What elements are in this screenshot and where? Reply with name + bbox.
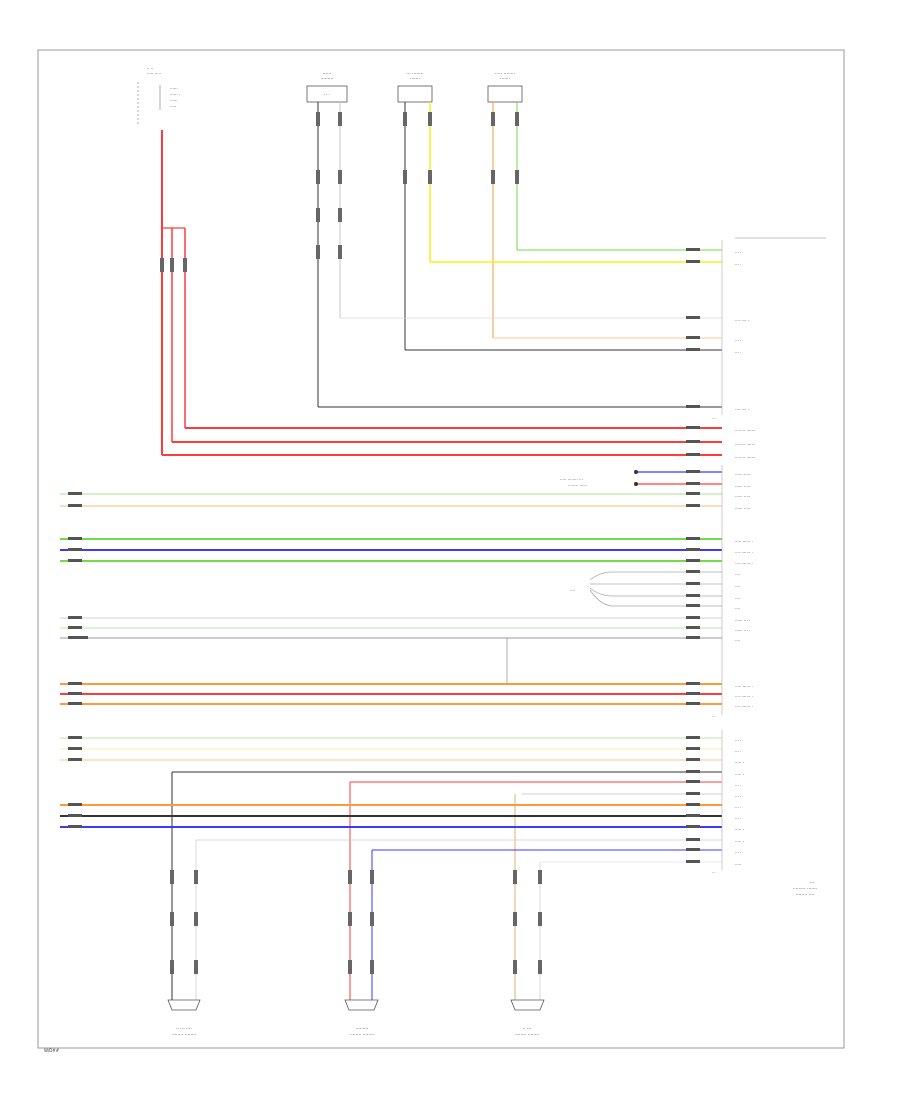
svg-text:········ ·······: ········ ······· (735, 455, 755, 460)
connector-marks-top (160, 112, 519, 272)
svg-text:·········: ········· (356, 1027, 369, 1032)
svg-text:···· ······· ·: ···· ······· · (735, 694, 753, 699)
ground-connectors: ····· ········ ··· ········ ······ (560, 470, 722, 488)
center-speaker-component: ······ ········· ·· · (306, 72, 348, 103)
svg-text:······ ··· ·: ······ ··· · (735, 628, 750, 633)
svg-text:······: ······ (170, 98, 178, 103)
figure-code: W/D## (44, 1048, 60, 1053)
svg-text:·· ··· ····: ·· ··· ···· (176, 1027, 192, 1032)
wire-tags-right (686, 248, 700, 863)
svg-text:··· ·: ··· · (712, 871, 718, 875)
svg-text:····: ···· (735, 606, 740, 611)
svg-text:·········: ········· (321, 77, 334, 82)
svg-text:······ ·····: ······ ····· (735, 494, 750, 499)
svg-text:····: ···· (735, 638, 740, 643)
speaker-right-rear: ·· ··· ········ ········ (510, 870, 545, 1038)
svg-text:········ ········: ········ ········ (515, 1033, 539, 1038)
svg-text:····· ········ ···: ····· ········ ··· (560, 477, 583, 482)
svg-text:··· ·: ··· · (735, 783, 741, 788)
svg-text:········ ·······: ········ ······· (735, 442, 755, 447)
svg-text:··· ·: ··· · (735, 338, 741, 343)
svg-text:·······: ······· (410, 77, 420, 82)
svg-text:··· ·: ··· · (735, 250, 741, 255)
svg-text:····: ···· (735, 596, 740, 601)
svg-text:··· ·: ··· · (735, 262, 741, 267)
svg-text:··· ·: ··· · (735, 794, 741, 799)
svg-text:······ ·····: ······ ····· (735, 506, 750, 511)
speaker-left-rear: ·· ··· ···· ········ ········ (167, 870, 201, 1038)
wire-tags-left (68, 492, 88, 828)
speaker-subwoofer: ········· ········ ········ (344, 870, 379, 1038)
diagram-frame (37, 49, 845, 1049)
svg-text:····: ···· (735, 572, 740, 577)
right-tweeter-component: ····· ········ ······· (487, 72, 523, 103)
svg-text:···: ··· (810, 881, 814, 886)
svg-text:······: ······ (170, 86, 178, 91)
svg-text:········ ········: ········ ········ (172, 1033, 196, 1038)
svg-text:······ ·····: ······ ····· (735, 484, 750, 489)
svg-text:······: ······ (323, 72, 332, 77)
svg-text:····: ···· (735, 584, 740, 589)
svg-text:·····: ····· (170, 104, 176, 109)
svg-text:·····: ····· (735, 862, 741, 867)
svg-text:········· ·······: ········· ······· (793, 887, 817, 892)
svg-text:····· ·: ····· · (735, 760, 744, 765)
svg-text:····: ···· (570, 588, 575, 593)
svg-text:······ ··· ·: ······ ··· · (735, 618, 750, 623)
svg-text:··· ·: ··· · (735, 805, 741, 810)
svg-text:········ ····: ········ ···· (796, 893, 815, 898)
svg-text:······ ·: ······ · (170, 92, 180, 97)
svg-text:·· ···: ·· ··· (523, 1027, 532, 1032)
svg-text:····· ········: ····· ········ (495, 72, 515, 77)
right-pin-labels: ··· · ··· · ···· ···· · ··· · ··· · ···· ·… (735, 250, 817, 898)
svg-text:····· ······ ·: ····· ······ · (735, 539, 753, 544)
svg-text:·······: ······· (500, 77, 510, 82)
svg-text:····· ·: ····· · (735, 839, 744, 844)
svg-text:········ ······: ········ ······ (568, 483, 587, 488)
svg-text:····· ······ ·: ····· ······ · (735, 684, 753, 689)
svg-text:········ ·······: ········ ······· (735, 428, 755, 433)
svg-text:··· ·: ··· · (735, 749, 741, 754)
svg-text:········ ········: ········ ········ (350, 1033, 374, 1038)
svg-text:··· ·: ··· · (735, 738, 741, 743)
svg-text:···· ······· ·: ···· ······· · (735, 704, 753, 709)
svg-text:···· ······· ·: ···· ······· · (735, 550, 753, 555)
svg-text:··· ·: ··· · (712, 417, 718, 421)
svg-text:··· ·: ··· · (735, 350, 741, 355)
svg-text:······ ·····: ······ ····· (735, 472, 750, 477)
fuse-component: ·· ·· ····· ····· ······ ······ · ······… (137, 66, 180, 125)
module-connector: ··· · ··· · ··· · (712, 237, 826, 875)
left-tweeter-component: ··· ········ ······· (397, 72, 433, 103)
svg-text:·· ··: ·· ·· (147, 66, 153, 71)
gray-fan-wires: ···· (570, 571, 722, 607)
svg-text:··· ·: ··· · (735, 816, 741, 821)
svg-text:···· ······· ·: ···· ······· · (735, 561, 753, 566)
svg-text:··· ·: ··· · (712, 715, 718, 719)
svg-text:····· ·····: ····· ····· (147, 71, 161, 76)
svg-text:····· ·: ····· · (735, 827, 744, 832)
svg-text:··· ·: ··· · (735, 850, 741, 855)
svg-text:···· ···· ·: ···· ···· · (735, 318, 749, 323)
svg-text:·· ·: ·· · (324, 93, 330, 98)
svg-text:··· ········: ··· ········ (406, 72, 423, 77)
svg-text:···· ···· ·: ···· ···· · (735, 407, 749, 412)
svg-text:····· ·: ····· · (735, 772, 744, 777)
